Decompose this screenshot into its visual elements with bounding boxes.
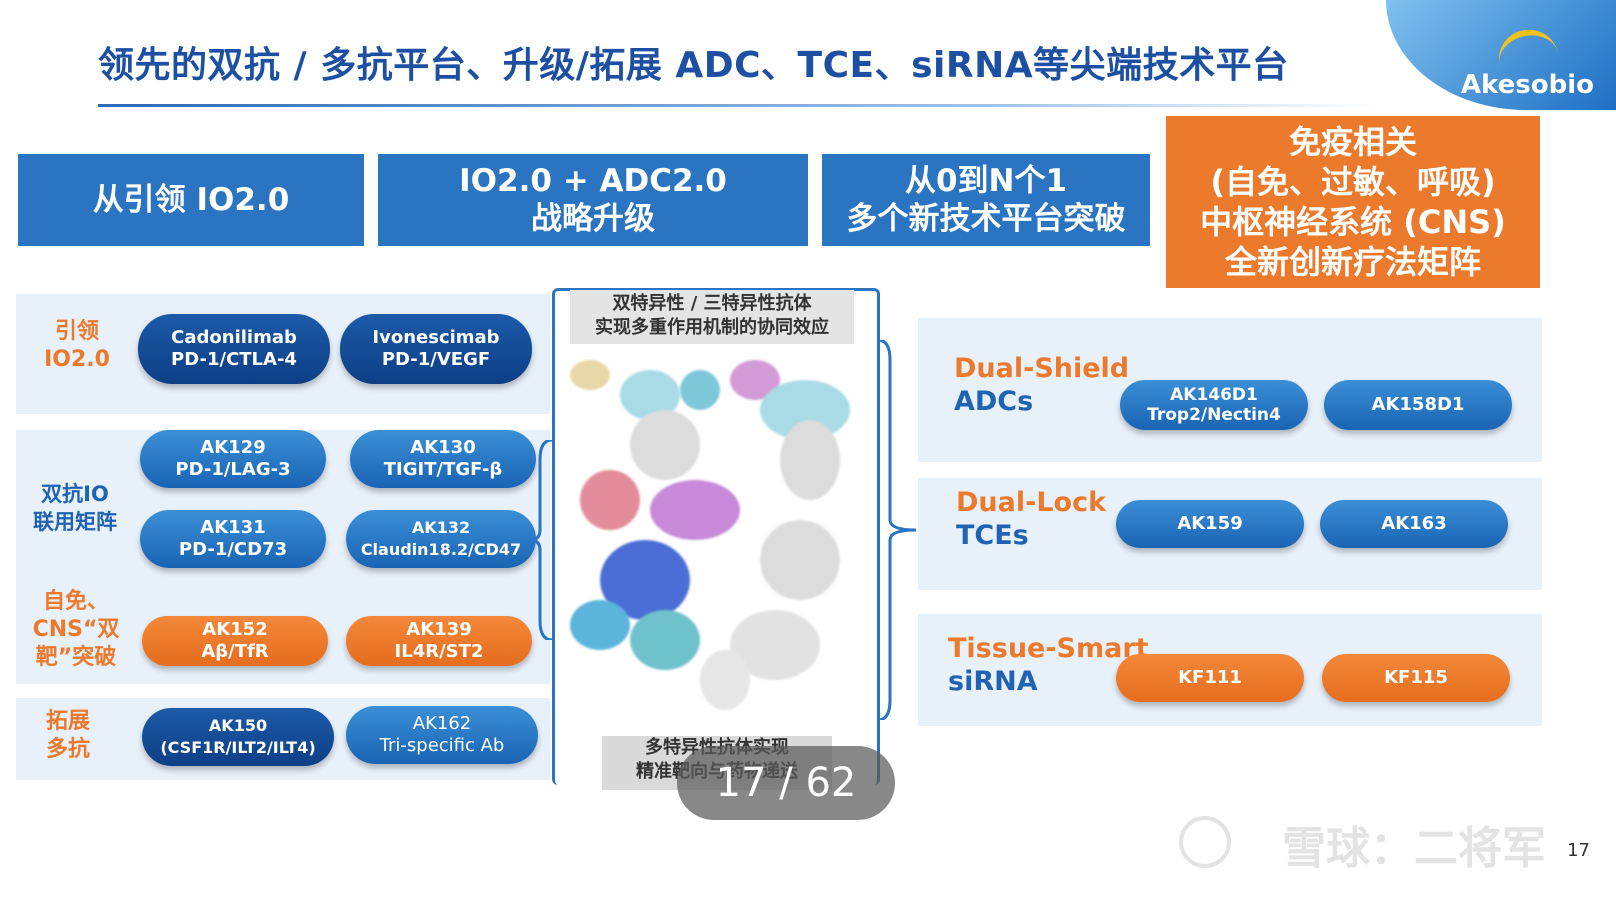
watermark-text: 雪球：二将军 bbox=[1282, 823, 1546, 874]
pill-line: AK162 bbox=[412, 713, 472, 734]
header-text: IO2.0 + ADC2.0 bbox=[459, 163, 727, 199]
pill-ak139[interactable]: AK139 IL4R/ST2 bbox=[346, 616, 532, 666]
label-line: Dual-Shield bbox=[954, 353, 1130, 384]
pill-line: KF111 bbox=[1178, 667, 1242, 688]
pill-line: PD-1/CTLA-4 bbox=[171, 349, 297, 370]
pill-line: (CSF1R/ILT2/ILT4) bbox=[160, 738, 316, 757]
pill-line: AK152 bbox=[202, 619, 268, 640]
pill-ak152[interactable]: AK152 Aβ/TfR bbox=[142, 616, 328, 666]
section-label-expand: 拓展 多抗 bbox=[30, 708, 106, 764]
molecule-top-caption: 双特异性 / 三特异性抗体 实现多重作用机制的协同效应 bbox=[570, 290, 854, 344]
label-line: 靶”突破 bbox=[35, 645, 117, 670]
label-tissue-smart-sirna: Tissue-Smart siRNA bbox=[948, 632, 1149, 698]
section-label-lead: 引领 IO2.0 bbox=[30, 318, 124, 374]
pill-line: Ivonescimab bbox=[372, 327, 500, 348]
label-line: 拓展 bbox=[45, 709, 90, 734]
header-strategy: IO2.0 + ADC2.0 战略升级 bbox=[378, 154, 808, 246]
label-dual-shield-adcs: Dual-Shield ADCs bbox=[954, 352, 1129, 418]
pill-ak132[interactable]: AK132 Claudin18.2/CD47 bbox=[346, 510, 536, 568]
label-line: 引领 bbox=[54, 319, 99, 344]
right-brace-icon bbox=[877, 340, 917, 720]
label-line: IO2.0 bbox=[44, 347, 110, 372]
pill-ak146d1[interactable]: AK146D1 Trop2/Nectin4 bbox=[1120, 380, 1308, 430]
label-line: 自免、 bbox=[42, 589, 109, 614]
pill-line: TIGIT/TGF-β bbox=[383, 459, 503, 480]
pill-line: Cadonilimab bbox=[171, 327, 297, 348]
header-new-platforms: 从0到N个1 多个新技术平台突破 bbox=[822, 154, 1150, 246]
pill-ak158d1[interactable]: AK158D1 bbox=[1324, 380, 1512, 430]
pill-ak159[interactable]: AK159 bbox=[1116, 500, 1304, 548]
pill-line: Tri-specific Ab bbox=[379, 735, 505, 756]
pill-ak150[interactable]: AK150 (CSF1R/ILT2/ILT4) bbox=[142, 708, 334, 766]
company-logo: Akesobio bbox=[1460, 70, 1594, 100]
pill-line: AK150 bbox=[208, 716, 268, 735]
label-line: Dual-Lock bbox=[956, 487, 1107, 518]
header-text: 免疫相关 bbox=[1288, 123, 1417, 161]
pill-line: AK159 bbox=[1177, 513, 1243, 534]
pill-ak163[interactable]: AK163 bbox=[1320, 500, 1508, 548]
label-line: ADCs bbox=[954, 386, 1034, 417]
label-line: Tissue-Smart bbox=[948, 633, 1149, 664]
pill-line: IL4R/ST2 bbox=[394, 641, 484, 662]
pill-line: Claudin18.2/CD47 bbox=[360, 540, 522, 559]
header-text: (自免、过敏、呼吸) bbox=[1210, 163, 1496, 201]
pill-line: KF115 bbox=[1384, 667, 1448, 688]
pill-line: AK158D1 bbox=[1371, 394, 1465, 415]
page-counter[interactable]: 17 / 62 bbox=[677, 746, 895, 820]
pill-line: Trop2/Nectin4 bbox=[1147, 405, 1281, 425]
caption-line: 双特异性 / 三特异性抗体 bbox=[612, 293, 812, 314]
header-text: 全新创新疗法矩阵 bbox=[1224, 243, 1481, 281]
pill-ak162[interactable]: AK162 Tri-specific Ab bbox=[346, 706, 538, 764]
pill-line: AK129 bbox=[200, 437, 266, 458]
title-underline bbox=[98, 104, 1378, 107]
pill-line: AK131 bbox=[200, 517, 266, 538]
section-label-autoimmune: 自免、 CNS“双 靶”突破 bbox=[24, 588, 128, 672]
caption-line: 实现多重作用机制的协同效应 bbox=[595, 317, 829, 338]
page-number: 17 bbox=[1567, 840, 1590, 861]
pill-line: AK132 bbox=[411, 518, 471, 537]
pill-line: PD-1/LAG-3 bbox=[175, 459, 291, 480]
pill-ak130[interactable]: AK130 TIGIT/TGF-β bbox=[350, 430, 536, 488]
label-line: CNS“双 bbox=[32, 617, 120, 642]
antibody-illustration bbox=[560, 350, 866, 730]
label-dual-lock-tces: Dual-Lock TCEs bbox=[956, 486, 1106, 552]
left-brace-icon bbox=[530, 440, 553, 640]
pill-line: AK146D1 bbox=[1170, 385, 1258, 405]
header-text: 中枢神经系统 (CNS) bbox=[1200, 203, 1506, 241]
section-label-combo: 双抗IO 联用矩阵 bbox=[26, 480, 124, 536]
xueqiu-logo-icon bbox=[1179, 816, 1231, 868]
label-line: 联用矩阵 bbox=[33, 510, 117, 534]
header-text: 多个新技术平台突破 bbox=[846, 201, 1126, 237]
label-line: 多抗 bbox=[45, 737, 90, 762]
pill-kf115[interactable]: KF115 bbox=[1322, 654, 1510, 702]
pill-ak131[interactable]: AK131 PD-1/CD73 bbox=[140, 510, 326, 568]
pill-cadonilimab[interactable]: Cadonilimab PD-1/CTLA-4 bbox=[138, 314, 330, 384]
pill-line: PD-1/VEGF bbox=[381, 349, 491, 370]
pill-ivonescimab[interactable]: Ivonescimab PD-1/VEGF bbox=[340, 314, 532, 384]
header-lead-io: 从引领 IO2.0 bbox=[18, 154, 364, 246]
molecule-frame bbox=[552, 288, 880, 785]
pill-ak129[interactable]: AK129 PD-1/LAG-3 bbox=[140, 430, 326, 488]
pill-line: AK130 bbox=[410, 437, 476, 458]
slide-title: 领先的双抗 / 多抗平台、升级/拓展 ADC、TCE、siRNA等尖端技术平台 bbox=[98, 45, 1289, 86]
pill-line: PD-1/CD73 bbox=[178, 539, 288, 560]
pill-line: AK139 bbox=[406, 619, 472, 640]
label-line: TCEs bbox=[956, 520, 1029, 551]
header-text: 从引领 IO2.0 bbox=[92, 182, 290, 218]
header-text: 从0到N个1 bbox=[904, 163, 1068, 199]
header-text: 战略升级 bbox=[531, 201, 655, 237]
pill-line: Aβ/TfR bbox=[201, 641, 269, 662]
label-line: siRNA bbox=[948, 666, 1038, 697]
pill-line: AK163 bbox=[1381, 513, 1447, 534]
pill-kf111[interactable]: KF111 bbox=[1116, 654, 1304, 702]
header-immune-cns: 免疫相关 (自免、过敏、呼吸) 中枢神经系统 (CNS) 全新创新疗法矩阵 bbox=[1166, 116, 1540, 288]
label-line: 双抗IO bbox=[41, 482, 109, 506]
